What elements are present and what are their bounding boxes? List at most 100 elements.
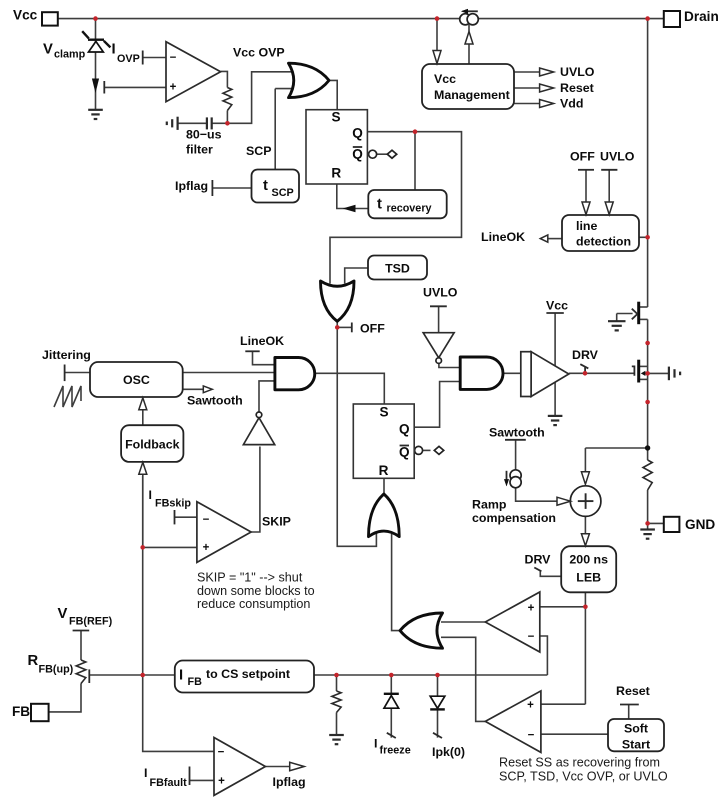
capacitor-80us (205, 117, 213, 130)
label-sawtooth-osc: Sawtooth (187, 394, 243, 408)
diode-ipk0-triangle (428, 695, 447, 710)
diode-vclamp-slash-a (81, 30, 90, 40)
label-tsd: TSD (385, 262, 410, 276)
junction-dot-red (645, 235, 650, 240)
net-ovp-out (220, 70, 229, 88)
junction-dot-red (583, 604, 588, 610)
ground-filter (165, 116, 179, 130)
comparator-softstart (483, 689, 542, 754)
label-mgmt-2: Management (434, 88, 510, 102)
net-uvlo-inv-out (438, 363, 461, 369)
label-ifb-sub: FB (188, 676, 203, 688)
mosfet-gate-plate (631, 365, 636, 376)
label-off-det: OFF (570, 150, 595, 164)
sym-fault-plus: + (218, 776, 225, 788)
block-tsd (367, 254, 428, 281)
junction-dot-red (435, 672, 440, 678)
arrow-mgmt-up (463, 29, 475, 45)
arrow-foldback-up (137, 395, 148, 411)
sym-ss-plus: + (527, 700, 534, 712)
label-reset-ss: Reset (616, 684, 650, 698)
net-comp1-minus (539, 635, 549, 675)
junction-dot-black (644, 445, 651, 451)
label-mgmt-reset: Reset (560, 81, 594, 95)
arrow-lineok (538, 233, 549, 244)
label-vclamp-sub: clamp (54, 49, 86, 61)
net-fb-riser (141, 476, 214, 753)
label-drain-pin: Drain (684, 9, 719, 24)
arrow-sawtooth-out (202, 384, 215, 394)
net-drvtick-leb (539, 570, 562, 578)
junction-dot-red (645, 16, 650, 21)
resistor-drain-sense (641, 459, 654, 491)
net-ramp-elbow (514, 487, 557, 502)
label-ss-1: Soft (624, 722, 648, 736)
net-or-to-s1 (328, 79, 338, 110)
label-trec-base: t (377, 197, 382, 213)
current-source-sawtooth-c2 (509, 475, 523, 489)
label-lineok-det: LineOK (481, 230, 525, 244)
label-off-tap: OFF (360, 322, 385, 336)
junction-dot-red (389, 672, 394, 678)
label-vcc-drv: Vcc (546, 299, 568, 313)
label-tscp-base: t (263, 178, 268, 194)
ground-driver (547, 414, 563, 427)
junction-dot-red (645, 399, 650, 405)
diode-vclamp-slash-b (102, 39, 112, 49)
latch-outputs (367, 149, 446, 456)
diode-ifreeze (382, 692, 401, 710)
comparator-vcc-ovp (165, 40, 223, 104)
block-osc (89, 361, 184, 398)
resistors (74, 86, 654, 714)
current-source-startup-c2 (466, 12, 480, 26)
latch2-qbar-bubble (413, 445, 424, 456)
latches (305, 108, 415, 480)
junction-dot-red (334, 672, 339, 678)
jfet-gate-arrow-b (631, 313, 639, 320)
label-vfbref-base: V (58, 606, 68, 622)
inverter-uvlo (421, 331, 456, 360)
ground-cs-resistor (329, 733, 344, 746)
block-leb (560, 545, 618, 594)
or-latch-reset (367, 492, 401, 539)
block-vcc-management (421, 63, 515, 110)
label-rfbup-sub: FB(up) (39, 664, 74, 676)
mosfet-power (631, 359, 641, 383)
diode-vclamp (81, 30, 112, 53)
resistor-ovp-filter (220, 86, 234, 111)
label-latch2-q: Q (399, 422, 410, 437)
net-and1-out (314, 372, 386, 404)
label-ifbskip-sub: FBskip (155, 498, 191, 510)
net-skipinv-out (258, 380, 275, 413)
block-ifb-to-cs (173, 659, 315, 694)
label-ramp-2: compensation (472, 511, 556, 525)
sawtooth-waveform-icon (53, 385, 82, 408)
label-uvlo-det: UVLO (600, 150, 635, 164)
signal-terminals (63, 50, 639, 785)
net-trec-to-r1 (336, 184, 369, 210)
label-tscp-sub: SCP (272, 187, 294, 199)
or-vcc-ovp (287, 61, 331, 100)
note-reset-1: Reset SS as recovering from (499, 756, 660, 770)
label-uvlo-inv: UVLO (423, 286, 458, 300)
diode-ipk0 (428, 695, 447, 711)
block-tscp (250, 168, 300, 204)
note-skip-2: down some blocks to (197, 584, 315, 598)
label-ifreeze-base: I (374, 737, 377, 751)
latch2-qbar-diamond (432, 445, 446, 456)
function-blocks (89, 63, 665, 753)
label-gnd-pin: GND (685, 517, 715, 532)
net-or-cs-out (390, 528, 400, 632)
label-filter-1: 80−us (186, 128, 222, 142)
net-q1-line (329, 130, 463, 284)
label-mgmt-1: Vcc (434, 72, 456, 86)
label-fb-pin: FB (12, 704, 30, 719)
sym-ss-minus: − (528, 730, 535, 742)
comparator-cs (483, 590, 541, 654)
label-latch1-q: Q (352, 126, 363, 141)
latch1-qbar-bubble (367, 149, 378, 160)
label-latch1-qb: Q (352, 147, 363, 162)
net-q2-line (414, 380, 461, 428)
label-ifbskip-base: I (149, 488, 152, 502)
